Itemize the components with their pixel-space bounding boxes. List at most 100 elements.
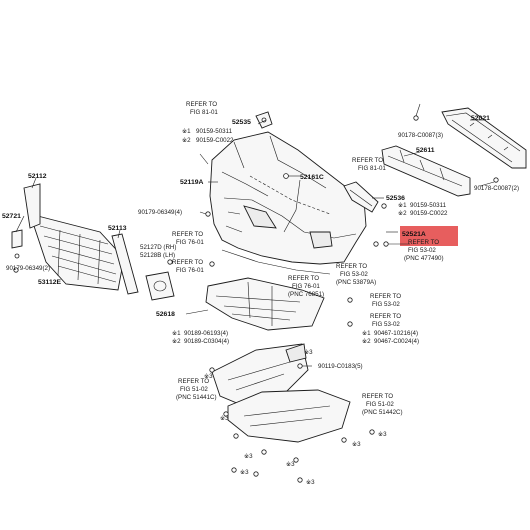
svg-text:FIG 53-02: FIG 53-02: [372, 301, 400, 308]
clip-52161C-icon: [283, 173, 289, 179]
bumper-cover-52119A: [209, 131, 367, 265]
label-53112E: 53112E: [38, 279, 62, 286]
label-90179-06349-2: 90179-06349(2): [6, 265, 50, 272]
marker-1-mid: ※1: [362, 330, 371, 337]
under-cover-51442C: [227, 389, 351, 443]
marker-1-right: ※1: [398, 202, 407, 209]
label-52161C: 52161C: [300, 174, 324, 181]
svg-text:FIG 76-01: FIG 76-01: [176, 239, 204, 246]
label-90159-c0022-top: 90159-C0022: [196, 137, 234, 144]
marker-3-g: ※3: [306, 479, 315, 486]
label-52113: 52113: [108, 225, 127, 232]
svg-text:(PNC 51442C): (PNC 51442C): [362, 409, 403, 416]
marker-3-d: ※3: [244, 453, 253, 460]
energy-absorber-52611: [381, 145, 471, 197]
marker-2-lower: ※2: [172, 338, 181, 345]
shield-bracket: [285, 343, 307, 363]
marker-3-i: ※3: [378, 431, 387, 438]
part-highlight: [400, 226, 458, 246]
label-52127D: 52127D (RH): [140, 244, 176, 251]
refer-fig-76-01-76851: REFER TO FIG 76-01 (PNC 76851): [288, 275, 324, 298]
refer-fig-53-02-477490: REFER TO FIG 53-02 (PNC 477490): [404, 239, 444, 262]
label-90159-c0022-right: 90159-C0022: [410, 210, 448, 217]
svg-text:FIG 81-01: FIG 81-01: [358, 165, 386, 172]
svg-text:REFER TO: REFER TO: [288, 275, 319, 282]
svg-text:REFER TO: REFER TO: [172, 231, 203, 238]
svg-text:FIG 51-02: FIG 51-02: [180, 386, 208, 393]
svg-text:FIG 53-02: FIG 53-02: [408, 247, 436, 254]
refer-fig-81-01-right: REFER TO FIG 81-01: [352, 157, 386, 172]
label-90178-c0087-2: 90178-C0087(2): [474, 185, 519, 192]
svg-text:REFER TO: REFER TO: [172, 259, 203, 266]
svg-text:REFER TO: REFER TO: [178, 378, 209, 385]
label-90119-c0183: 90119-C0183(5): [318, 363, 363, 370]
svg-text:(PNC 477490): (PNC 477490): [404, 255, 444, 262]
fog-cover-52127D: [145, 271, 175, 301]
svg-text:REFER TO: REFER TO: [370, 293, 401, 300]
refer-fig-53-02-lower: REFER TO FIG 53-02: [370, 313, 401, 328]
marker-3-b: ※3: [304, 349, 313, 356]
svg-text:FIG 81-01: FIG 81-01: [190, 109, 218, 116]
svg-text:REFER TO: REFER TO: [370, 313, 401, 320]
svg-text:(PNC 76851): (PNC 76851): [288, 291, 324, 298]
refer-fig-76-01-left: REFER TO FIG 76-01: [172, 231, 204, 246]
marker-3-h: ※3: [352, 441, 361, 448]
retainer-52536: [343, 181, 379, 213]
label-52535: 52535: [232, 119, 251, 126]
bracket-52721: [11, 229, 23, 259]
svg-text:REFER TO: REFER TO: [362, 393, 393, 400]
marker-1-top: ※1: [182, 128, 191, 135]
refer-fig-76-01-mid: REFER TO FIG 76-01: [172, 259, 204, 274]
marker-3-f: ※3: [286, 461, 295, 468]
label-52721: 52721: [2, 213, 21, 220]
svg-text:REFER TO: REFER TO: [352, 157, 383, 164]
svg-text:FIG 76-01: FIG 76-01: [176, 267, 204, 274]
refer-fig-53-02-right: REFER TO FIG 53-02: [370, 293, 401, 308]
label-52128B: 52128B (LH): [140, 252, 175, 259]
label-52119A: 52119A: [180, 179, 204, 186]
under-cover-51441C: [211, 343, 309, 407]
svg-text:(PNC 51441C): (PNC 51441C): [176, 394, 217, 401]
marker-2-top: ※2: [182, 137, 191, 144]
marker-3-a: ※3: [204, 373, 213, 380]
marker-2-right: ※2: [398, 210, 407, 217]
svg-text:FIG 51-02: FIG 51-02: [366, 401, 394, 408]
label-52536: 52536: [386, 195, 405, 202]
label-90189-c0304: 90189-C0304(4): [184, 338, 229, 345]
label-90467-c0024: 90467-C0024(4): [374, 338, 419, 345]
label-52521A: 52521A: [402, 231, 426, 238]
svg-text:REFER TO: REFER TO: [336, 263, 367, 270]
grille-53112E: [29, 213, 125, 291]
bumper-reinforcement-52021: [441, 107, 527, 169]
label-90159-50311-top: 90159-50311: [196, 128, 233, 135]
lower-cover-52618: [205, 277, 325, 331]
svg-text:(PNC 53879A): (PNC 53879A): [336, 279, 376, 286]
refer-fig-53-02-53879a: REFER TO FIG 53-02 (PNC 53879A): [336, 263, 376, 286]
refer-fig-51-02-51442c: REFER TO FIG 51-02 (PNC 51442C): [362, 393, 403, 416]
marker-2-mid: ※2: [362, 338, 371, 345]
marker-3-e: ※3: [240, 469, 249, 476]
svg-text:REFER TO: REFER TO: [408, 239, 439, 246]
label-52611: 52611: [416, 147, 435, 154]
svg-text:REFER TO: REFER TO: [186, 101, 217, 108]
label-90189-06193: 90189-06193(4): [184, 330, 228, 337]
label-90178-c0087-3: 90178-C0087(3): [398, 132, 443, 139]
label-90179-06349-4: 90179-06349(4): [138, 209, 182, 216]
garnish-52112: [23, 183, 41, 229]
svg-text:FIG 53-02: FIG 53-02: [372, 321, 400, 328]
label-90159-50311-right: 90159-50311: [410, 202, 447, 209]
label-52618: 52618: [156, 311, 175, 318]
refer-fig-51-02-51441c: REFER TO FIG 51-02 (PNC 51441C): [176, 378, 217, 401]
label-52112: 52112: [28, 173, 47, 180]
label-52021: 52021: [471, 115, 490, 122]
label-90467-10216: 90467-10216(4): [374, 330, 418, 337]
lower-spoiler-strip: [221, 249, 331, 275]
svg-text:FIG 53-02: FIG 53-02: [340, 271, 368, 278]
leader-lines: [15, 103, 495, 367]
bracket-52535: [255, 111, 273, 129]
svg-text:FIG 76-01: FIG 76-01: [292, 283, 320, 290]
marker-3-c: ※3: [220, 415, 229, 422]
refer-fig-81-01-top: REFER TO FIG 81-01: [186, 101, 218, 116]
marker-1-lower: ※1: [172, 330, 181, 337]
